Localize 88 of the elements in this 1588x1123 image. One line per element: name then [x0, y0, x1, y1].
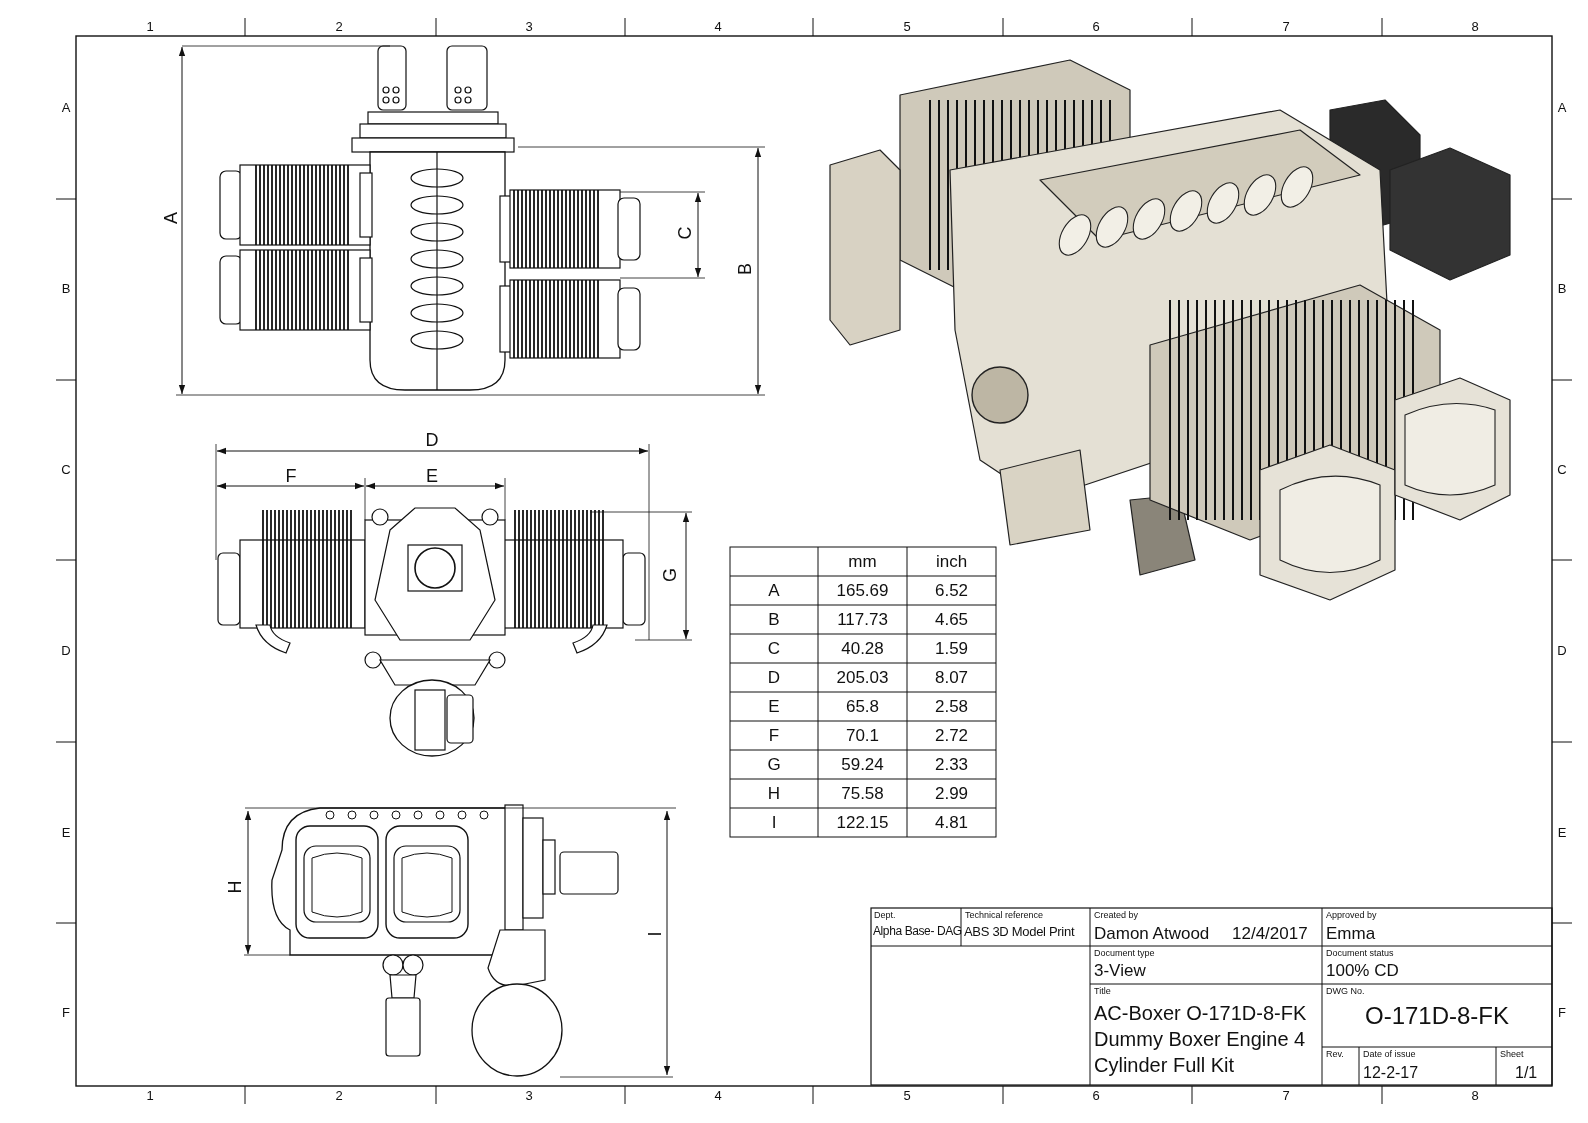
field-label: Technical reference — [965, 911, 1044, 921]
dimension-value: 2.72 — [934, 726, 969, 745]
dimension-value: 59.24 — [841, 755, 884, 774]
field-label: Created by — [1094, 911, 1139, 921]
zone-number: 5 — [903, 1088, 911, 1104]
zone-number: 8 — [1471, 1088, 1479, 1104]
field-value: 100% CD — [1326, 962, 1399, 981]
field-label: Approved by — [1326, 911, 1377, 921]
dimension-value: 8.07 — [934, 668, 969, 687]
zone-letter: D — [1557, 643, 1567, 659]
dimension-letter: I — [646, 931, 666, 937]
dimension-value: 4.81 — [934, 813, 969, 832]
zone-number: 6 — [1092, 1088, 1100, 1104]
dimension-letter: F — [285, 467, 297, 487]
field-value: 12-2-17 — [1363, 1064, 1419, 1082]
zone-letter: C — [1557, 462, 1567, 478]
dimension-value: 2.99 — [934, 784, 969, 803]
zone-number: 7 — [1282, 1088, 1290, 1104]
dimension-value: 1.59 — [934, 639, 969, 658]
drawing-number: O-171D-8-FK — [1365, 1002, 1509, 1030]
zone-number: 4 — [714, 19, 722, 35]
field-value: ABS 3D Model Print — [964, 925, 1075, 940]
field-label: Document status — [1326, 949, 1394, 959]
zone-number: 3 — [525, 19, 533, 35]
zone-number: 5 — [903, 19, 911, 35]
field-value: 1/1 — [1515, 1064, 1538, 1082]
field-value: Damon Atwood — [1094, 925, 1210, 944]
zone-number: 3 — [525, 1088, 533, 1104]
dimension-letter: B — [736, 263, 756, 275]
dimension-value: 205.03 — [836, 668, 889, 687]
field-label: Rev. — [1326, 1050, 1344, 1060]
zone-number: 2 — [335, 1088, 343, 1104]
zone-number: 2 — [335, 19, 343, 35]
dimension-value: 2.58 — [934, 697, 969, 716]
column-header: mm — [848, 552, 877, 571]
field-value: Alpha Base- DAG — [873, 925, 962, 939]
zone-letter: F — [62, 1005, 70, 1021]
dimension-value: 165.69 — [836, 581, 889, 600]
dimension-value: 117.73 — [837, 610, 888, 629]
row-letter: C — [767, 639, 781, 658]
dimension-value: 65.8 — [845, 697, 880, 716]
zone-letter: B — [1557, 281, 1567, 297]
dimension-letter: E — [426, 467, 438, 487]
row-letter: B — [768, 610, 780, 629]
row-letter: E — [768, 697, 780, 716]
dimension-value: 75.58 — [841, 784, 884, 803]
zone-letter: F — [1558, 1005, 1566, 1021]
field-label: Dept. — [874, 911, 896, 921]
row-letter: D — [767, 668, 781, 687]
dimension-value: 4.65 — [934, 610, 969, 629]
zone-letter: E — [61, 825, 71, 841]
dimension-value: 2.33 — [934, 755, 969, 774]
zone-letter: C — [61, 462, 71, 478]
zone-number: 4 — [714, 1088, 722, 1104]
dimension-letter: H — [226, 880, 246, 894]
dimension-value: 122.15 — [836, 813, 889, 832]
column-header: inch — [935, 552, 968, 571]
row-letter: G — [767, 755, 781, 774]
row-letter: A — [768, 581, 780, 600]
dimension-letter: G — [661, 568, 681, 582]
field-label: Sheet — [1500, 1050, 1524, 1060]
field-value: 12/4/2017 — [1232, 925, 1308, 944]
drawing-title: AC-Boxer O-171D-8-FK Dummy Boxer Engine 4 Cylinder Full Kit — [1094, 1001, 1308, 1078]
zone-letter: B — [61, 281, 71, 297]
zone-letter: A — [61, 100, 71, 116]
field-label: Document type — [1094, 949, 1155, 959]
row-letter: H — [767, 784, 781, 803]
zone-number: 1 — [146, 19, 154, 35]
dimension-letter: A — [162, 212, 182, 224]
field-label: Date of issue — [1363, 1050, 1416, 1060]
row-letter: F — [768, 726, 780, 745]
zone-letter: A — [1557, 100, 1567, 116]
zone-number: 6 — [1092, 19, 1100, 35]
dimension-value: 70.1 — [845, 726, 880, 745]
field-value: 3-View — [1094, 962, 1146, 981]
zone-number: 7 — [1282, 19, 1290, 35]
dimension-value: 6.52 — [934, 581, 969, 600]
field-label: DWG No. — [1326, 987, 1365, 997]
zone-letter: D — [61, 643, 71, 659]
zone-number: 1 — [146, 1088, 154, 1104]
field-value: Emma — [1326, 925, 1376, 944]
zone-number: 8 — [1471, 19, 1479, 35]
row-letter: I — [771, 813, 777, 832]
dimension-letter: C — [676, 226, 696, 240]
field-label: Title — [1094, 987, 1111, 997]
dimension-value: 40.28 — [841, 639, 884, 658]
dimension-letter: D — [425, 431, 439, 451]
zone-letter: E — [1557, 825, 1567, 841]
